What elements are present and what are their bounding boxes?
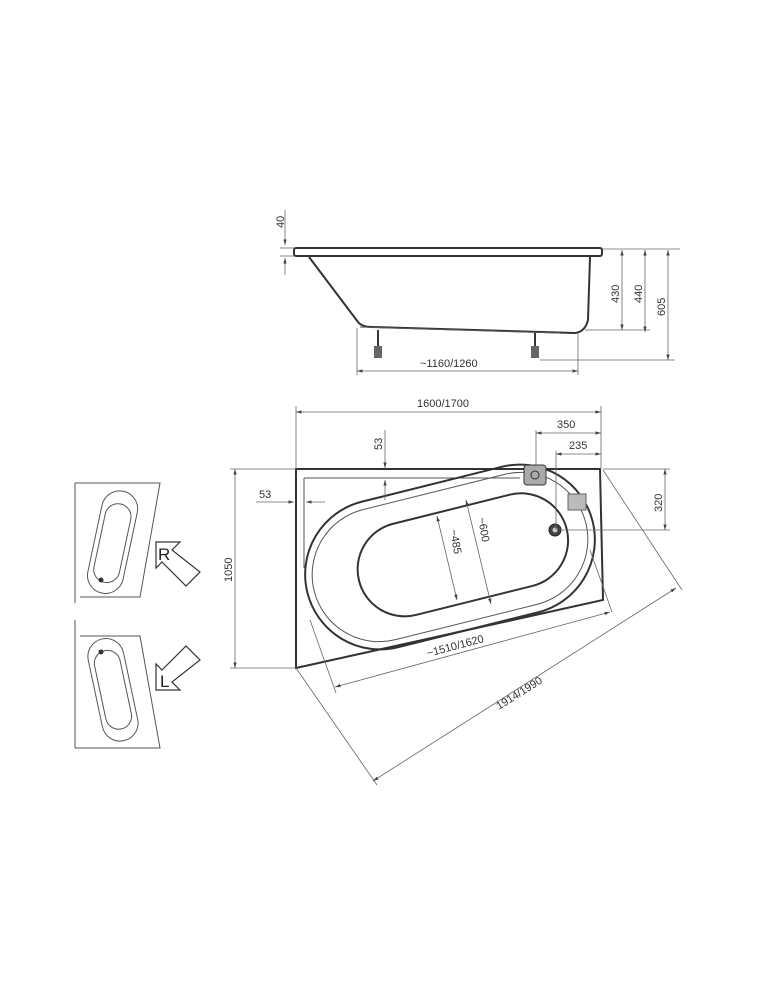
arrow-right-variant-icon [155,541,201,587]
side-view: 40 430 440 605 ~1160/1260 [275,210,680,375]
rim-oval [304,463,596,651]
dim-430: 430 [610,285,622,303]
leg-left [374,330,382,358]
variant-left-label: L [160,672,169,691]
dim-235: 235 [569,440,587,452]
dim-depth: 1050 [223,558,235,582]
variant-right-label: R [158,545,170,564]
dim-320: 320 [653,494,665,512]
dim-605: 605 [656,298,668,316]
leg-right [531,333,539,358]
dim-width: 1600/1700 [417,398,469,410]
dim-350: 350 [557,419,575,431]
variant-left: L [74,620,201,749]
arrow-left-variant-icon [155,645,201,691]
variant-right: R [74,482,201,603]
dim-rim-height: 40 [275,216,287,228]
faucet-icon [567,493,587,511]
dim-diagonal: 1914/1990 [494,675,544,713]
dim-485: ~485 [447,528,463,554]
dim-rim-top: 53 [373,438,385,450]
tub-body [308,256,591,335]
dim-440: 440 [633,285,645,303]
tub-rim [293,247,603,257]
overflow-icon [523,464,547,486]
dim-leg-span: ~1160/1260 [420,358,478,370]
top-view: 1600/1700 350 235 53 53 1050 320 ~485 ~6… [223,398,683,786]
dim-rim-left: 53 [259,489,271,501]
dim-600: ~600 [475,516,491,542]
